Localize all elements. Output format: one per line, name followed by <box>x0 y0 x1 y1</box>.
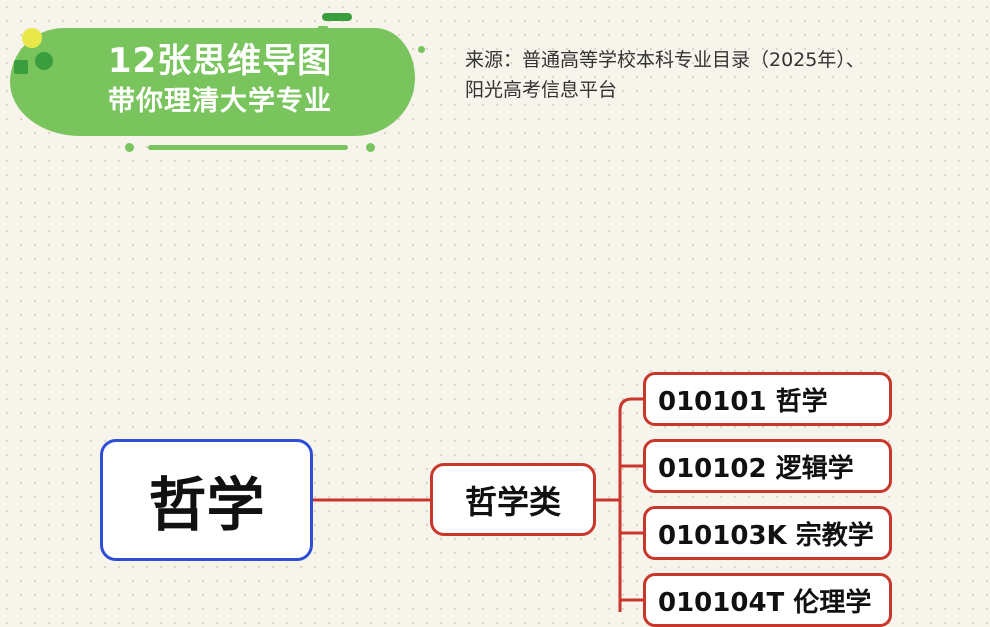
decoration-dot <box>366 143 375 152</box>
decoration-yellow-dot <box>22 28 42 48</box>
decoration-green-dot <box>35 52 53 70</box>
banner-title: 12张思维导图 <box>107 41 333 81</box>
banner-subtitle: 带你理清大学专业 <box>108 86 332 117</box>
decoration-underline <box>148 145 348 150</box>
root-node: 哲学 <box>100 439 313 561</box>
decoration-dot <box>125 143 134 152</box>
header-banner <box>10 28 415 136</box>
major-node: 010102 逻辑学 <box>643 439 892 493</box>
mindmap-connectors <box>313 397 643 612</box>
decoration-dash <box>322 13 352 21</box>
source-text-line-2: 阳光高考信息平台 <box>465 79 618 101</box>
major-node: 010104T 伦理学 <box>643 573 892 627</box>
major-node: 010103K 宗教学 <box>643 506 892 560</box>
decoration-dot <box>418 46 425 53</box>
category-node: 哲学类 <box>430 463 596 536</box>
major-node: 010101 哲学 <box>643 372 892 426</box>
decoration-green-square <box>14 60 28 74</box>
decoration-dash-small <box>318 26 328 29</box>
source-text-line-1: 来源：普通高等学校本科专业目录（2025年）、 <box>465 49 865 71</box>
connector-branch-spine <box>618 397 633 612</box>
